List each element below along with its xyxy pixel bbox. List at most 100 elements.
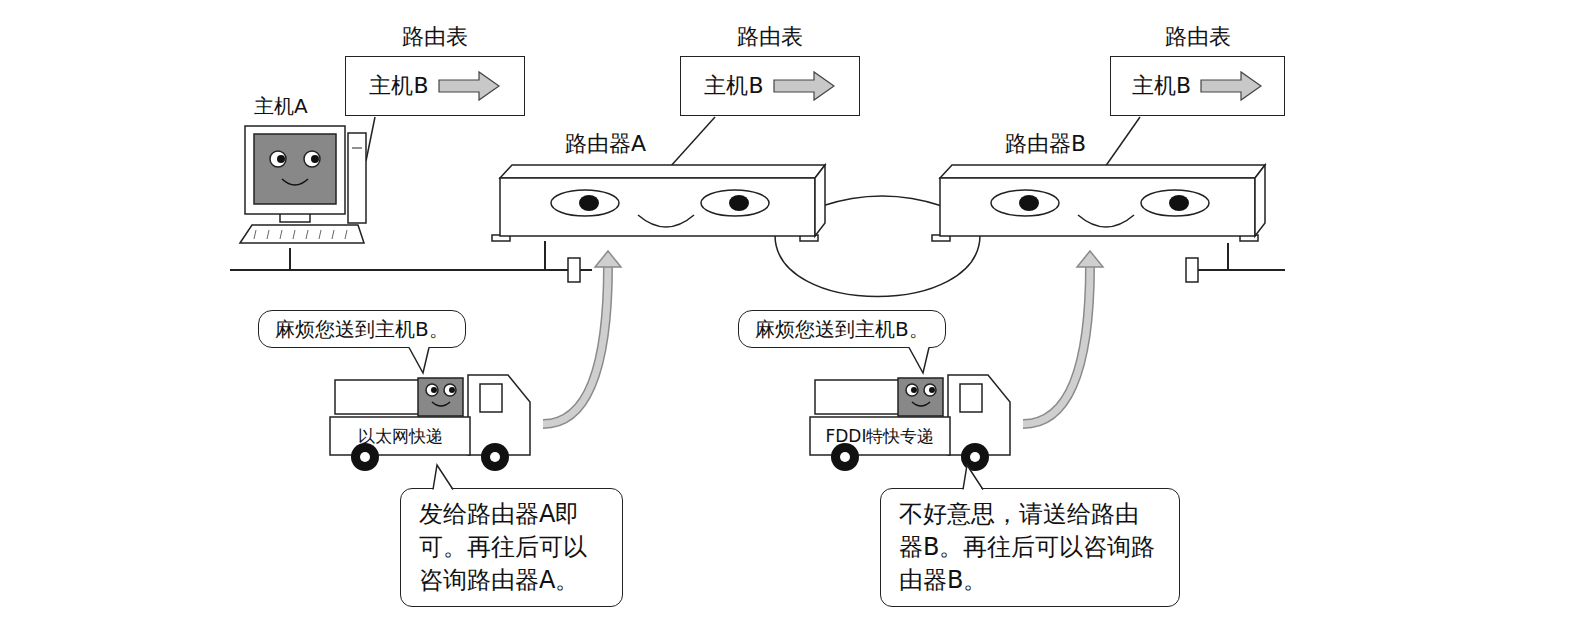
- router-pupil: [729, 195, 749, 211]
- truck-eye: [924, 384, 936, 396]
- callout-tail: [961, 463, 985, 491]
- truck-pupil: [449, 387, 455, 393]
- table-heading: 路由表: [1110, 22, 1285, 56]
- router-node: 路由器B: [940, 125, 1265, 245]
- arrow-body: [543, 265, 608, 424]
- screen-pupil: [311, 155, 319, 163]
- tail-fill: [963, 465, 983, 491]
- routing-table: 主机B: [345, 56, 525, 116]
- fddi-ring: [822, 196, 942, 206]
- screen-pupil: [277, 155, 285, 163]
- table-arrow: [439, 71, 501, 101]
- truck-body: [330, 417, 470, 455]
- router-front: [500, 178, 815, 236]
- tail-edge: [433, 465, 453, 490]
- router-side: [815, 165, 825, 236]
- router-pupil: [579, 195, 599, 211]
- arrow-outline: [543, 265, 608, 424]
- host-node: 主机A: [240, 93, 370, 248]
- connector-line: [670, 117, 715, 167]
- terminator: [568, 258, 580, 282]
- bubble-node: 麻烦您送到主机B。: [738, 310, 946, 348]
- bubble-tail: [409, 347, 433, 375]
- callout-tail: [431, 463, 455, 491]
- connector: [366, 117, 375, 161]
- connector-line: [775, 235, 980, 297]
- speech-text: 麻烦您送到主机B。: [275, 316, 449, 342]
- key: [280, 230, 282, 239]
- callout-node: 不好意思，请送给路由 器B。再往后可以咨询路 由器B。: [880, 488, 1180, 607]
- connector: [775, 235, 980, 297]
- key: [267, 230, 269, 239]
- router-front: [940, 178, 1255, 236]
- truck-face: [898, 378, 943, 416]
- truck-wheel: [351, 443, 379, 471]
- table-arrow: [774, 72, 834, 100]
- truck-node: 以太网快递: [330, 372, 535, 472]
- connector: [670, 117, 715, 167]
- delivery-arrow: [1023, 251, 1103, 424]
- router-side: [1255, 165, 1265, 236]
- router-pupil: [1019, 195, 1039, 211]
- table-heading: 路由表: [680, 22, 860, 56]
- terminator: [1186, 258, 1198, 282]
- router-node: 路由器A: [500, 125, 825, 245]
- tail-fill: [409, 347, 429, 373]
- key: [332, 230, 334, 239]
- router-eye: [701, 190, 769, 216]
- keyboard: [240, 225, 364, 243]
- arrow-head: [595, 251, 621, 267]
- truck-cargo: [335, 380, 420, 414]
- router-label: 路由器A: [565, 129, 646, 159]
- computer-tower: [348, 133, 366, 223]
- callout-node: 发给路由器A即 可。再往后可以 咨询路由器A。: [400, 488, 623, 607]
- router-icon: [940, 125, 1270, 250]
- wheel-hub: [840, 452, 850, 462]
- screen-smile: [282, 179, 308, 185]
- truck-eye: [426, 384, 438, 396]
- router-top: [940, 165, 1265, 178]
- screen-eye: [304, 151, 320, 167]
- connector-line: [366, 117, 375, 161]
- connector-line: [290, 241, 545, 270]
- router-pupil: [1169, 195, 1189, 211]
- table-arrow: [439, 72, 499, 100]
- table-arrow: [774, 71, 836, 101]
- callout-text: 发给路由器A即 可。再往后可以 咨询路由器A。: [419, 498, 604, 597]
- truck-cargo: [815, 380, 900, 414]
- router-label: 路由器B: [1005, 129, 1086, 159]
- truck-icon: [330, 372, 535, 472]
- tail-edge: [909, 348, 929, 374]
- truck-pupil: [911, 387, 917, 393]
- callout-text: 不好意思，请送给路由 器B。再往后可以咨询路 由器B。: [899, 498, 1161, 597]
- tail-fill: [909, 347, 929, 373]
- key: [319, 230, 321, 239]
- truck-eye: [444, 384, 456, 396]
- speech-text: 麻烦您送到主机B。: [755, 316, 929, 342]
- truck-cab: [468, 375, 530, 455]
- key: [254, 230, 256, 239]
- table-entry: 主机B: [1132, 71, 1191, 101]
- truck-wheel: [831, 443, 859, 471]
- rt-node: 路由表主机B: [1110, 22, 1285, 116]
- table-entry: 主机B: [369, 71, 428, 101]
- tail-fill: [433, 465, 453, 491]
- bubble-node: 麻烦您送到主机B。: [258, 310, 466, 348]
- table-arrow: [1201, 71, 1263, 101]
- table-entry: 主机B: [704, 71, 763, 101]
- truck-node: FDDI特快专递: [810, 372, 1015, 472]
- router-eye: [1141, 190, 1209, 216]
- truck-wheel: [481, 443, 509, 471]
- host-label: 主机A: [254, 93, 308, 120]
- truck-smile: [432, 402, 450, 406]
- truck-cab: [948, 375, 1010, 455]
- truck-face: [418, 378, 463, 416]
- table-arrow: [1201, 72, 1261, 100]
- router-top: [500, 165, 825, 178]
- connector: [290, 241, 545, 270]
- rt-node: 路由表主机B: [345, 22, 525, 116]
- key: [306, 230, 308, 239]
- truck-icon: [810, 372, 1015, 472]
- truck-label: 以太网快递: [330, 417, 470, 455]
